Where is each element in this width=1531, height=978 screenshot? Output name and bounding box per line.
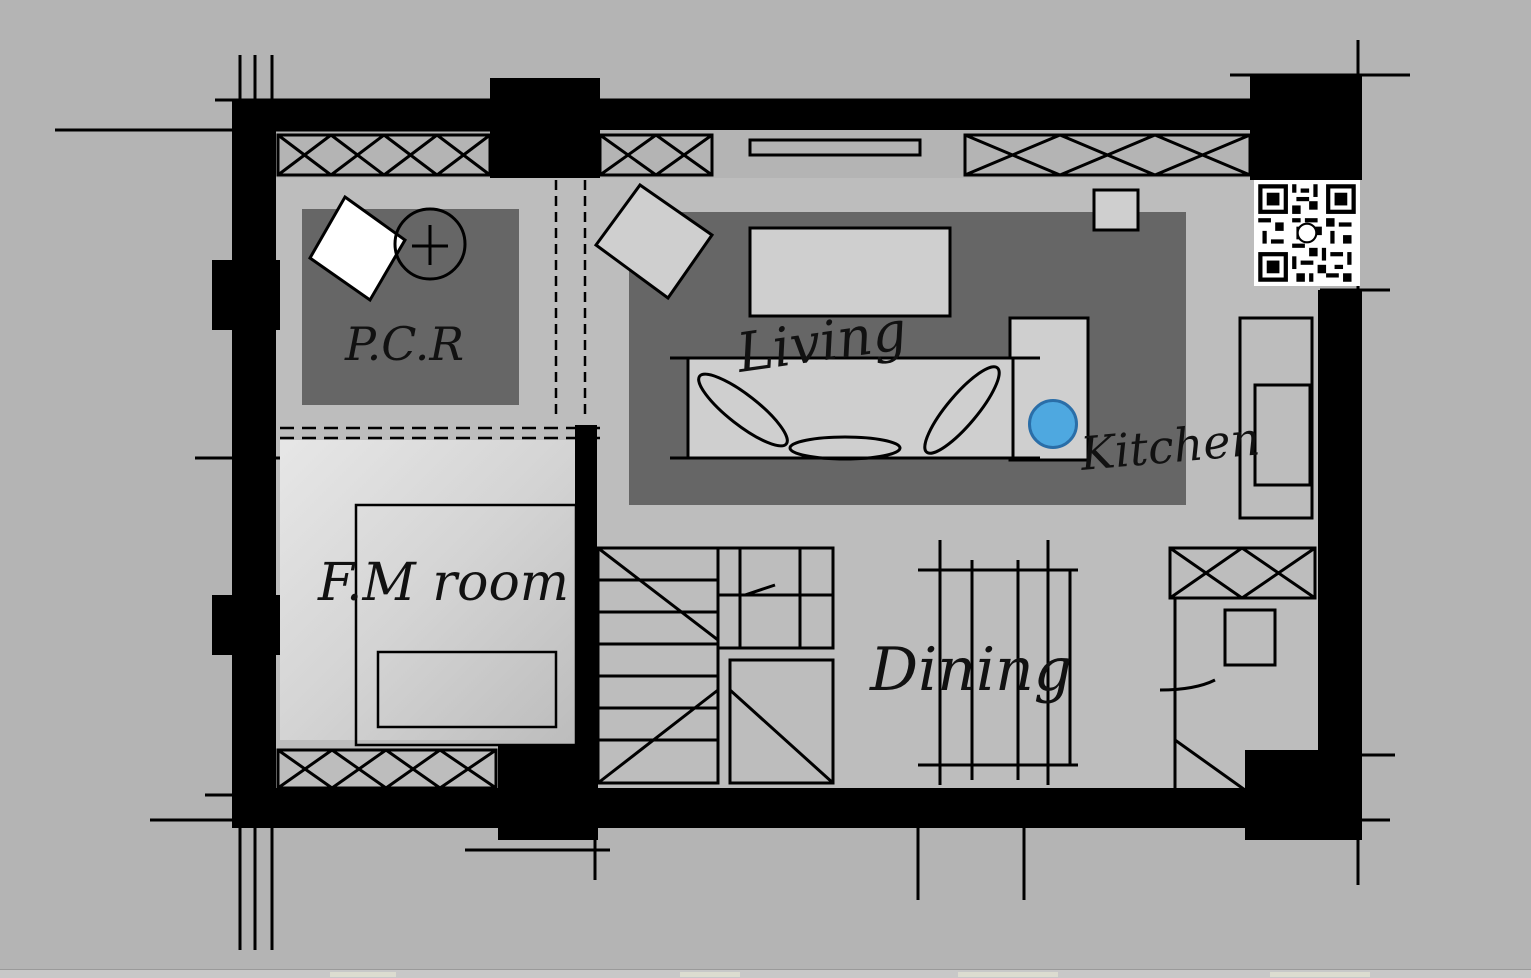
family-room-label: F.M room [317, 553, 569, 613]
pcr-lamp [393, 207, 467, 281]
extension-lines [55, 40, 1410, 950]
qr-code-icon [1254, 180, 1360, 286]
walls [212, 75, 1362, 840]
light-wash [280, 440, 580, 740]
window-bottom-left [276, 748, 498, 790]
toolbar-segment[interactable] [1270, 972, 1370, 977]
toolbar-segment[interactable] [958, 972, 1058, 977]
dining-table [918, 540, 1078, 785]
toolbar-segment[interactable] [330, 972, 396, 977]
window-top-middle [598, 133, 922, 177]
bottom-toolbar-strip [0, 969, 1531, 978]
staircase [596, 546, 835, 785]
window-top-left [276, 133, 492, 177]
kitchen-fixtures [1159, 316, 1317, 792]
dining-label: Dining [869, 635, 1072, 705]
pcr-armchair [308, 194, 407, 303]
toolbar-segment[interactable] [680, 972, 740, 977]
living-furniture [593, 182, 1140, 462]
qr-code-pattern [1254, 180, 1360, 286]
family-room-sofa [354, 503, 578, 747]
pen-cursor-icon[interactable] [1028, 399, 1078, 449]
window-top-right [963, 133, 1252, 177]
pcr-label: P.C.R [344, 317, 464, 371]
partition-dashed [280, 180, 600, 440]
